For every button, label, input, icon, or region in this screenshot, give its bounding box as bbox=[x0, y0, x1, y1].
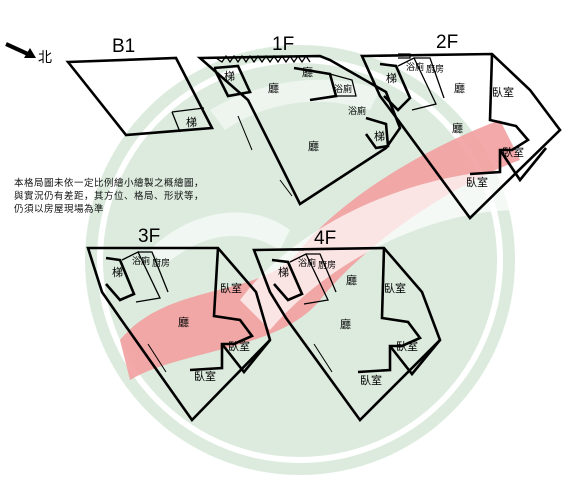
2f-bedroom-c-label: 臥室 bbox=[466, 175, 488, 189]
4f-bedroom-c-label: 臥室 bbox=[360, 373, 382, 387]
north-label: 北 bbox=[38, 50, 52, 66]
3f-bedroom-c-label: 臥室 bbox=[194, 369, 216, 383]
4f-bath-label: 浴廁 bbox=[298, 257, 316, 269]
1f-living-c-label: 廳 bbox=[308, 139, 319, 153]
disclaimer-line-1: 本格局圖未依一定比例繪小繪製之概繪圖， bbox=[14, 178, 205, 189]
floor-b1-label: B1 bbox=[112, 36, 135, 57]
1f-bath-label: 浴廁 bbox=[334, 83, 352, 95]
floor-1f: 1F 梯 廳 廳 浴廁 浴廁 梯 廳 bbox=[196, 34, 402, 206]
3f-bath-label: 浴廁 bbox=[132, 255, 150, 267]
2f-living-b-label: 廳 bbox=[452, 121, 463, 135]
b1-stair-label: 梯 bbox=[186, 116, 197, 129]
floor-3f-label: 3F bbox=[138, 226, 160, 247]
floor-4f: 4F 梯 浴廁 廚房 廳 廳 臥室 臥室 臥室 bbox=[252, 228, 442, 422]
2f-living-a-label: 廳 bbox=[454, 81, 465, 95]
2f-stair-label: 梯 bbox=[386, 72, 397, 85]
1f-stair-a-label: 梯 bbox=[224, 70, 235, 83]
1f-living-a-label: 廳 bbox=[268, 81, 279, 95]
4f-bedroom-a-label: 臥室 bbox=[384, 281, 406, 295]
2f-bedroom-a-label: 臥室 bbox=[492, 85, 514, 99]
floor-2f: 2F 梯 浴廁 廚房 廳 廳 臥室 臥室 臥室 bbox=[360, 32, 562, 220]
4f-living-b-label: 廳 bbox=[340, 317, 351, 331]
north-arrow-icon bbox=[5, 42, 36, 58]
floor-2f-label: 2F bbox=[436, 32, 458, 53]
4f-kitchen-label: 廚房 bbox=[318, 259, 336, 271]
4f-stair-label: 梯 bbox=[278, 266, 289, 279]
floor-3f: 3F 梯 浴廁 廚房 廳 臥室 臥室 臥室 bbox=[86, 226, 272, 423]
3f-bedroom-b-label: 臥室 bbox=[228, 339, 250, 353]
floor-b1: B1 梯 bbox=[65, 36, 215, 137]
3f-kitchen-label: 廚房 bbox=[152, 257, 170, 269]
disclaimer-note: 本格局圖未依一定比例繪小繪製之概繪圖， 與實況仍有差距，其方位、格局、形狀等， … bbox=[14, 177, 274, 216]
disclaimer-line-2: 與實況仍有差距，其方位、格局、形狀等， bbox=[14, 191, 205, 202]
1f-living-b-label: 廳 bbox=[302, 65, 313, 79]
floor-4f-label: 4F bbox=[314, 228, 336, 249]
3f-bedroom-a-label: 臥室 bbox=[220, 281, 242, 295]
1f-stair-b-label: 梯 bbox=[374, 130, 385, 143]
floor-1f-label: 1F bbox=[272, 34, 294, 55]
2f-kitchen-label: 廚房 bbox=[426, 63, 444, 75]
2f-bedroom-b-label: 臥室 bbox=[502, 145, 524, 159]
3f-stair-label: 梯 bbox=[112, 266, 123, 279]
3f-living-label: 廳 bbox=[178, 315, 189, 329]
1f-bath-b-label: 浴廁 bbox=[348, 105, 366, 117]
4f-living-a-label: 廳 bbox=[346, 273, 357, 287]
disclaimer-line-3: 仍須以房屋現場為準 bbox=[14, 204, 105, 215]
2f-bath-label: 浴廁 bbox=[406, 61, 424, 73]
4f-bedroom-b-label: 臥室 bbox=[396, 339, 418, 353]
